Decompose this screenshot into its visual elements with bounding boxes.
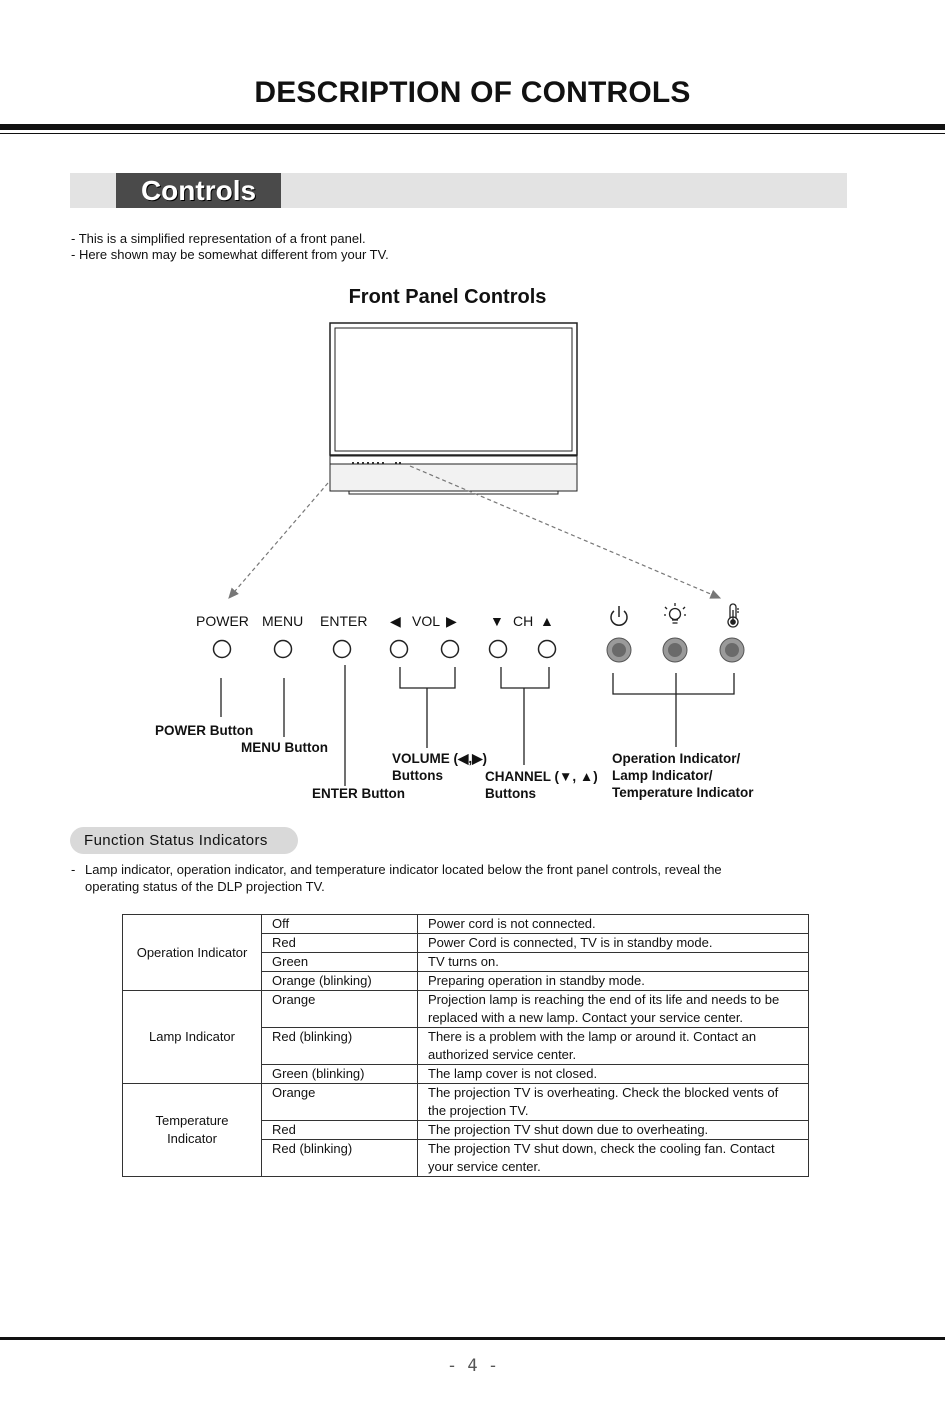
power-symbol-icon <box>610 606 628 626</box>
power-button <box>212 639 232 659</box>
channel-callout: CHANNEL (▼, ▲) Buttons <box>485 768 598 802</box>
state-cell: Red (blinking) <box>261 1027 418 1065</box>
state-cell: Red (blinking) <box>261 1139 418 1177</box>
table-row: Red (blinking) There is a problem with t… <box>123 1027 809 1065</box>
meaning-cell: Preparing operation in standby mode. <box>417 971 809 991</box>
ch-down-button <box>488 639 508 659</box>
meaning-cell: Projection lamp is reaching the end of i… <box>417 990 809 1028</box>
meaning-cell: The projection TV shut down due to overh… <box>417 1120 809 1140</box>
note-line: - Here shown may be somewhat different f… <box>71 247 389 262</box>
channel-callout-line2: Buttons <box>485 786 536 801</box>
figure-title: Front Panel Controls <box>348 286 547 308</box>
table-row: Temperature Indicator Orange The project… <box>122 1083 809 1177</box>
table-row: Red The projection TV shut down due to o… <box>123 1120 809 1140</box>
state-cell: Orange (blinking) <box>261 971 418 991</box>
channel-bracket <box>500 667 550 765</box>
temperature-indicator-led <box>719 637 745 663</box>
table-row: Orange (blinking) Preparing operation in… <box>123 971 809 991</box>
header-rule-thin <box>0 133 945 134</box>
meaning-cell: Power cord is not connected. <box>417 914 809 934</box>
group-cell: Lamp Indicator <box>122 990 262 1084</box>
state-cell: Orange <box>261 990 418 1028</box>
volume-callout-line1: VOLUME (◀,▶) <box>392 751 488 766</box>
function-status-heading: Function Status Indicators <box>70 827 298 854</box>
function-status-description: - Lamp indicator, operation indicator, a… <box>71 861 771 895</box>
state-cell: Orange <box>261 1083 418 1121</box>
meaning-cell: TV turns on. <box>417 952 809 972</box>
tv-illustration <box>329 322 578 495</box>
operation-indicator-led <box>606 637 632 663</box>
indicator-bracket <box>612 673 735 747</box>
group-cell: Temperature Indicator <box>122 1083 262 1177</box>
vol-right-arrow-icon: ▶ <box>446 613 457 629</box>
state-cell: Green <box>261 952 418 972</box>
power-label: POWER <box>196 613 249 629</box>
footer-rule <box>0 1337 945 1340</box>
vol-up-button <box>440 639 460 659</box>
ch-label: CH <box>513 613 534 629</box>
meaning-cell: Power Cord is connected, TV is in standb… <box>417 933 809 953</box>
thermometer-icon <box>727 603 739 628</box>
page-number: - 4 - <box>446 1356 499 1376</box>
enter-callout: ENTER Button <box>312 786 405 801</box>
meaning-cell: The lamp cover is not closed. <box>417 1064 809 1084</box>
state-cell: Off <box>261 914 418 934</box>
state-cell: Green (blinking) <box>261 1064 418 1084</box>
group-cell: Operation Indicator <box>122 914 262 991</box>
menu-button <box>273 639 293 659</box>
leader-arrow-right <box>409 465 722 599</box>
vol-label: VOL <box>412 613 441 629</box>
indicators-callout-line2: Lamp Indicator/ <box>612 768 713 783</box>
front-panel-diagram <box>212 322 745 786</box>
state-cell: Red <box>261 933 418 953</box>
leader-arrow-left <box>228 482 329 599</box>
table-row: Green (blinking) The lamp cover is not c… <box>123 1064 809 1084</box>
power-callout: POWER Button <box>155 723 254 738</box>
indicators-callout-line1: Operation Indicator/ <box>612 751 741 766</box>
indicators-callout-line3: Temperature Indicator <box>612 785 754 800</box>
indicators-callout: Operation Indicator/ Lamp Indicator/ Tem… <box>612 750 754 801</box>
vol-left-arrow-icon: ◀ <box>390 613 401 629</box>
meaning-cell: The projection TV shut down, check the c… <box>417 1139 809 1177</box>
enter-label: ENTER <box>320 613 368 629</box>
bullet-dash: - <box>71 862 76 877</box>
vol-down-button <box>389 639 409 659</box>
header-rule-thick <box>0 124 945 130</box>
meaning-cell: The projection TV is overheating. Check … <box>417 1083 809 1121</box>
note-line: - This is a simplified representation of… <box>71 231 366 246</box>
table-row: Operation Indicator Off Power cord is no… <box>122 914 809 991</box>
menu-callout: MENU Button <box>241 740 328 755</box>
ch-up-arrow-icon: ▲ <box>540 613 554 629</box>
volume-callout: VOLUME (◀,▶) Buttons <box>392 750 487 784</box>
menu-label: MENU <box>262 613 304 629</box>
table-row: Red (blinking) The projection TV shut do… <box>123 1139 809 1177</box>
section-tab: Controls <box>116 173 281 208</box>
table-row: Lamp Indicator Orange Projection lamp is… <box>122 990 809 1084</box>
description-text: Lamp indicator, operation indicator, and… <box>85 862 722 894</box>
ch-down-arrow-icon: ▼ <box>490 613 504 629</box>
lamp-indicator-led <box>662 637 688 663</box>
channel-callout-line1: CHANNEL (▼, ▲) <box>485 769 598 784</box>
enter-button <box>332 639 352 659</box>
status-table: Operation Indicator Off Power cord is no… <box>122 914 809 1177</box>
ch-up-button <box>537 639 557 659</box>
lamp-icon <box>664 603 686 624</box>
page-title: DESCRIPTION OF CONTROLS <box>254 76 691 109</box>
volume-bracket <box>399 667 456 748</box>
volume-callout-line2: Buttons <box>392 768 443 783</box>
meaning-cell: There is a problem with the lamp or arou… <box>417 1027 809 1065</box>
state-cell: Red <box>261 1120 418 1140</box>
